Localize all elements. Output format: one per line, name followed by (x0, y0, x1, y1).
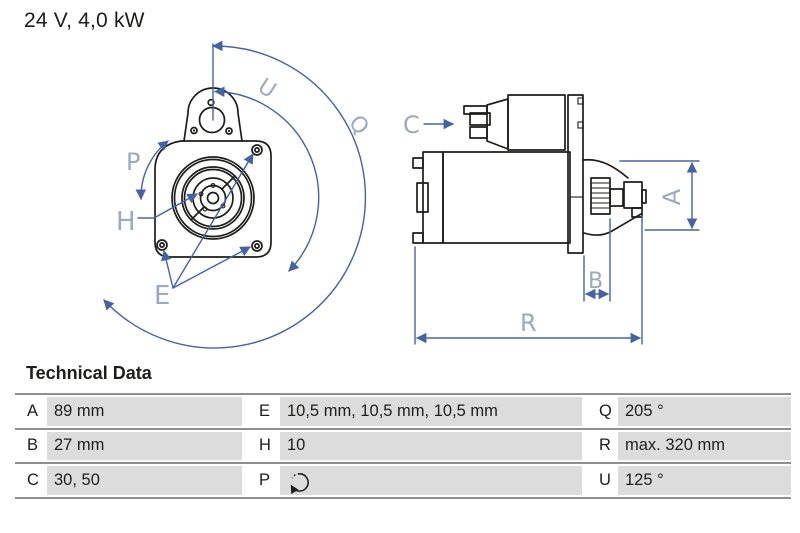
front-ear-big-hole (198, 106, 226, 134)
section-title: Technical Data (26, 363, 152, 383)
dim-label-e: E (154, 281, 170, 311)
page-title: 24 V, 4,0 kW (24, 9, 145, 32)
rotation-direction-icon (290, 473, 309, 495)
side-mounting-flange (567, 94, 584, 254)
dim-leader-h (137, 193, 198, 219)
dim-label-a: A (658, 188, 686, 205)
dim-arc-q (103, 40, 367, 349)
technical-data-table: A 89 mm E 10,5 mm, 10,5 mm, 10,5 mm Q 20… (15, 393, 791, 499)
spec-key-p: P (242, 464, 280, 497)
spec-value-h: 10 (280, 431, 582, 461)
starter-side-view (412, 94, 647, 254)
spec-key-b: B (15, 429, 47, 463)
dim-arc-u (213, 86, 320, 272)
spec-value-b: 27 mm (47, 431, 242, 461)
spec-value-p (280, 466, 582, 495)
dim-label-p: P (126, 148, 140, 176)
side-drive-end (582, 158, 647, 236)
dimension-annotations (103, 40, 700, 349)
dim-arc-p (135, 140, 169, 201)
spec-value-c: 30, 50 (47, 466, 242, 495)
table-row: A 89 mm E 10,5 mm, 10,5 mm, 10,5 mm Q 20… (15, 393, 791, 428)
dim-label-r: R (520, 309, 537, 337)
table-row: C 30, 50 P U 125 ° (15, 462, 791, 497)
spec-key-c: C (15, 464, 47, 497)
dim-label-u: U (253, 74, 280, 104)
spec-key-r: R (582, 429, 618, 463)
spec-value-a: 89 mm (47, 397, 242, 426)
spec-key-q: Q (582, 395, 618, 428)
side-end-cap (422, 151, 444, 244)
dim-leader-e3 (172, 246, 251, 289)
dim-leader-e2 (161, 249, 174, 289)
dim-label-c: C (403, 111, 420, 139)
spec-key-e: E (242, 395, 280, 428)
dim-leader-e1 (172, 153, 254, 289)
dim-label-b: B (588, 269, 603, 294)
spec-value-r: max. 320 mm (618, 431, 791, 461)
front-center-rings (171, 156, 255, 240)
spec-value-u: 125 ° (618, 466, 791, 495)
side-solenoid (463, 94, 566, 151)
spec-key-u: U (582, 464, 618, 497)
dim-label-q: Q (343, 111, 373, 141)
side-motor-body (442, 151, 571, 244)
spec-key-h: H (242, 429, 280, 463)
table-row: B 27 mm H 10 R max. 320 mm (15, 427, 791, 463)
spec-value-q: 205 ° (618, 397, 791, 426)
spec-key-a: A (15, 395, 47, 428)
technical-drawing: U Q P H E C A B R (103, 40, 700, 349)
dim-label-h: H (116, 207, 136, 237)
spec-value-e: 10,5 mm, 10,5 mm, 10,5 mm (280, 397, 582, 426)
